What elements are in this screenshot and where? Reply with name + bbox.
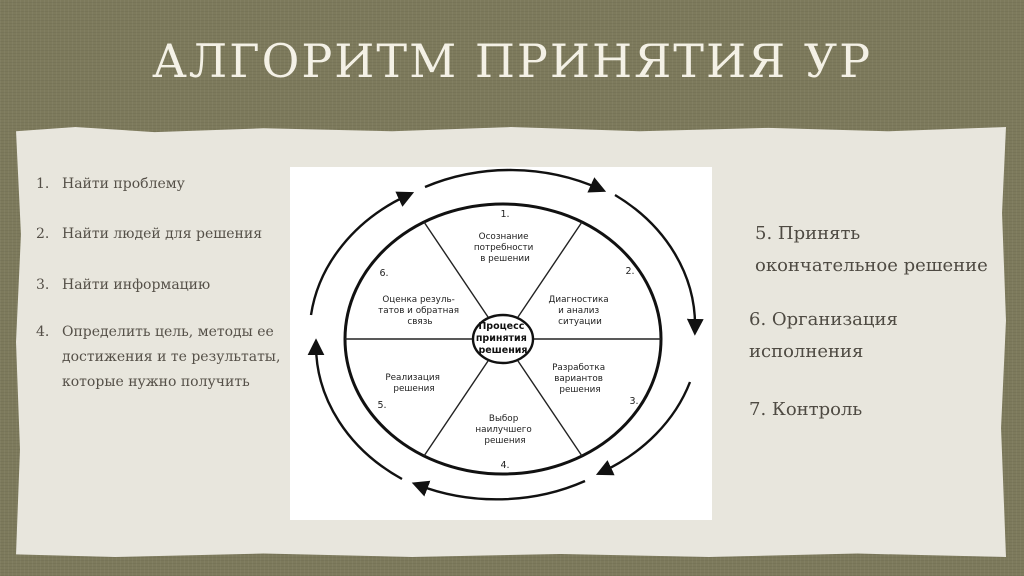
- segment-label-line: и анализ: [558, 306, 599, 316]
- spoke: [423, 360, 489, 457]
- right-steps: 5. Принять окончательное решение 6. Орга…: [749, 218, 989, 426]
- segment-label-line: решения: [393, 384, 434, 394]
- segment-5-number: 5.: [377, 400, 386, 411]
- list-item: 4. Определить цель, методы ее достижения …: [36, 320, 286, 395]
- list-item-text: Найти информацию: [62, 277, 211, 293]
- segment-label-line: ситуации: [558, 317, 602, 327]
- segment-label-line: связь: [407, 317, 432, 327]
- right-step-6: 6. Организация исполнения: [749, 309, 898, 362]
- list-item-number: 2.: [36, 226, 50, 242]
- list-item-number: 3.: [36, 277, 50, 293]
- segment-1-label: Осознание потребности в решении: [474, 232, 536, 264]
- cycle-arrow-left: [307, 338, 403, 481]
- segment-label-line: татов и обратная: [378, 306, 459, 316]
- cycle-arrow-bottom: [411, 479, 586, 501]
- segment-1-number: 1.: [500, 209, 509, 220]
- slide-title: АЛГОРИТМ ПРИНЯТИЯ УР: [151, 34, 873, 88]
- left-steps-list: 1. Найти проблему 2. Найти людей для решен…: [36, 172, 286, 395]
- cycle-arrow-top-right: [424, 168, 607, 193]
- segment-label-line: Осознание: [479, 232, 529, 242]
- list-item-text: Определить цель, методы ее достижения и …: [62, 324, 281, 390]
- cycle-arrow-bottom-right: [595, 381, 692, 476]
- center-label-line: принятия: [476, 333, 527, 344]
- cycle-arrow-right: [614, 193, 704, 336]
- center-label-line: Процесс: [478, 321, 524, 332]
- segment-label-line: Разработка: [552, 363, 605, 373]
- segment-label-line: Реализация: [385, 373, 440, 383]
- decision-cycle-diagram: Процесс принятия решения 1. Осознание по…: [290, 167, 712, 520]
- segment-label-line: Диагностика: [549, 295, 609, 305]
- segment-4-label: Выбор наилучшего решения: [475, 414, 534, 446]
- center-label-line: решения: [478, 345, 527, 356]
- segment-6-label: Оценка резуль- татов и обратная связь: [378, 295, 462, 327]
- list-item-text: Найти людей для решения: [62, 226, 263, 242]
- segment-3-number: 3.: [629, 396, 638, 407]
- list-item: 3. Найти информацию: [36, 273, 286, 298]
- segment-label-line: потребности: [474, 243, 534, 253]
- list-item-number: 1.: [36, 176, 50, 192]
- cycle-svg: Процесс принятия решения 1. Осознание по…: [307, 168, 704, 501]
- center-hub: [471, 313, 535, 365]
- segment-label-line: в решении: [480, 254, 530, 264]
- segment-2-label: Диагностика и анализ ситуации: [549, 295, 612, 327]
- segment-4-number: 4.: [500, 460, 509, 471]
- right-step-5: 5. Принять окончательное решение: [755, 223, 988, 276]
- spoke: [517, 360, 583, 457]
- cycle-arrow-top: [309, 191, 415, 316]
- spoke: [517, 221, 583, 318]
- segment-label-line: вариантов: [554, 374, 603, 384]
- right-step-7: 7. Контроль: [749, 399, 863, 420]
- spoke: [423, 221, 489, 318]
- center-label: Процесс принятия решения: [476, 321, 530, 356]
- segment-label-line: Оценка резуль-: [382, 295, 454, 305]
- segment-label-line: решения: [484, 436, 525, 446]
- segment-label-line: решения: [559, 385, 600, 395]
- segment-2-number: 2.: [625, 266, 634, 277]
- list-item: 2. Найти людей для решения: [36, 222, 286, 247]
- list-item: 1. Найти проблему: [36, 172, 286, 197]
- list-item-number: 4.: [36, 324, 50, 340]
- segment-3-label: Разработка вариантов решения: [552, 363, 608, 395]
- segment-6-number: 6.: [379, 268, 388, 279]
- segment-label-line: наилучшего: [475, 425, 531, 435]
- list-item-text: Найти проблему: [62, 176, 185, 192]
- segment-label-line: Выбор: [489, 414, 519, 424]
- segment-5-label: Реализация решения: [385, 373, 442, 394]
